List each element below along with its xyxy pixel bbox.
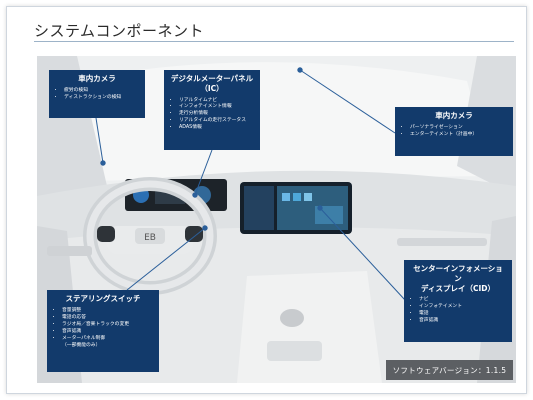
list-item: ADAS情報 xyxy=(179,125,254,132)
list-item: インフォテイメント情報 xyxy=(179,104,254,111)
leader-line-cabin-camera-left xyxy=(95,117,104,164)
title-divider xyxy=(34,41,514,42)
callout-digital-meter-panel: デジタルメーターパネル （IC） リアルタイムナビ インフォテイメント情報 走行… xyxy=(164,70,260,150)
list-item: リアルタイムナビ xyxy=(179,98,254,105)
leader-dot-steering-switch xyxy=(202,225,208,231)
list-item: リアルタイムの走行ステータス xyxy=(179,118,254,125)
callout-cabin-camera-left: 車内カメラ 疲労の検知 ディストラクションの検知 xyxy=(49,70,145,118)
list-item: パーソナライゼーション xyxy=(410,125,507,132)
feature-list: パーソナライゼーション エンターテイメント（計画中） xyxy=(401,125,507,139)
list-item: 音声認識 xyxy=(419,318,506,325)
callout-steering-switch: ステアリングスイッチ 音量調整 電話の応答 ラジオ局／音楽トラックの変更 音声認… xyxy=(47,290,159,372)
leader-line-cid xyxy=(319,207,406,301)
list-item: 走行分析情報 xyxy=(179,111,254,118)
callout-title: デジタルメーターパネル （IC） xyxy=(170,74,254,93)
feature-list: リアルタイムナビ インフォテイメント情報 走行分析情報 リアルタイムの走行ステー… xyxy=(170,98,254,133)
feature-list: 音量調整 電話の応答 ラジオ局／音楽トラックの変更 音声認識 メーターパネル制御… xyxy=(53,308,153,350)
feature-list: ナビ インフォテイメント 電話 音声認識 xyxy=(410,297,506,325)
callout-title: 車内カメラ xyxy=(435,111,473,120)
callout-center-display: センターインフォメーション ディスプレイ（CID） ナビ インフォテイメント 電… xyxy=(404,260,512,342)
list-item: ラジオ局／音楽トラックの変更 xyxy=(62,322,153,329)
list-item: インフォテイメント xyxy=(419,304,506,311)
list-item: 音量調整 xyxy=(62,308,153,315)
list-item: 音声認識 xyxy=(62,329,153,336)
list-item: ナビ xyxy=(419,297,506,304)
leader-line-cabin-camera-right xyxy=(299,69,396,134)
svg-text:EB: EB xyxy=(144,233,156,243)
list-item: 電話 xyxy=(419,311,506,318)
list-item: 疲労の検知 xyxy=(64,88,139,95)
leader-line-digital-meter xyxy=(194,149,213,196)
page-title: システムコンポーネント xyxy=(34,22,205,40)
software-version-badge: ソフトウェアバージョン：1.1.5 xyxy=(386,360,513,380)
callout-title: ステアリングスイッチ xyxy=(65,294,141,303)
callout-title: 車内カメラ xyxy=(78,74,116,83)
leader-dot-cid xyxy=(317,205,323,211)
list-item: 電話の応答 xyxy=(62,315,153,322)
leader-dot-cabin-camera-right xyxy=(297,67,303,73)
list-item: ディストラクションの検知 xyxy=(64,95,139,102)
leader-dot-digital-meter xyxy=(192,192,198,198)
callout-cabin-camera-right: 車内カメラ パーソナライゼーション エンターテイメント（計画中） xyxy=(395,107,513,156)
leader-dot-cabin-camera-left xyxy=(100,160,106,166)
list-item: メーターパネル制御 （一部機能のみ） xyxy=(62,336,153,350)
callout-title: センターインフォメーション ディスプレイ（CID） xyxy=(413,264,503,293)
leader-line-steering-switch xyxy=(126,227,206,291)
list-item: エンターテイメント（計画中） xyxy=(410,132,507,139)
feature-list: 疲労の検知 ディストラクションの検知 xyxy=(55,88,139,102)
